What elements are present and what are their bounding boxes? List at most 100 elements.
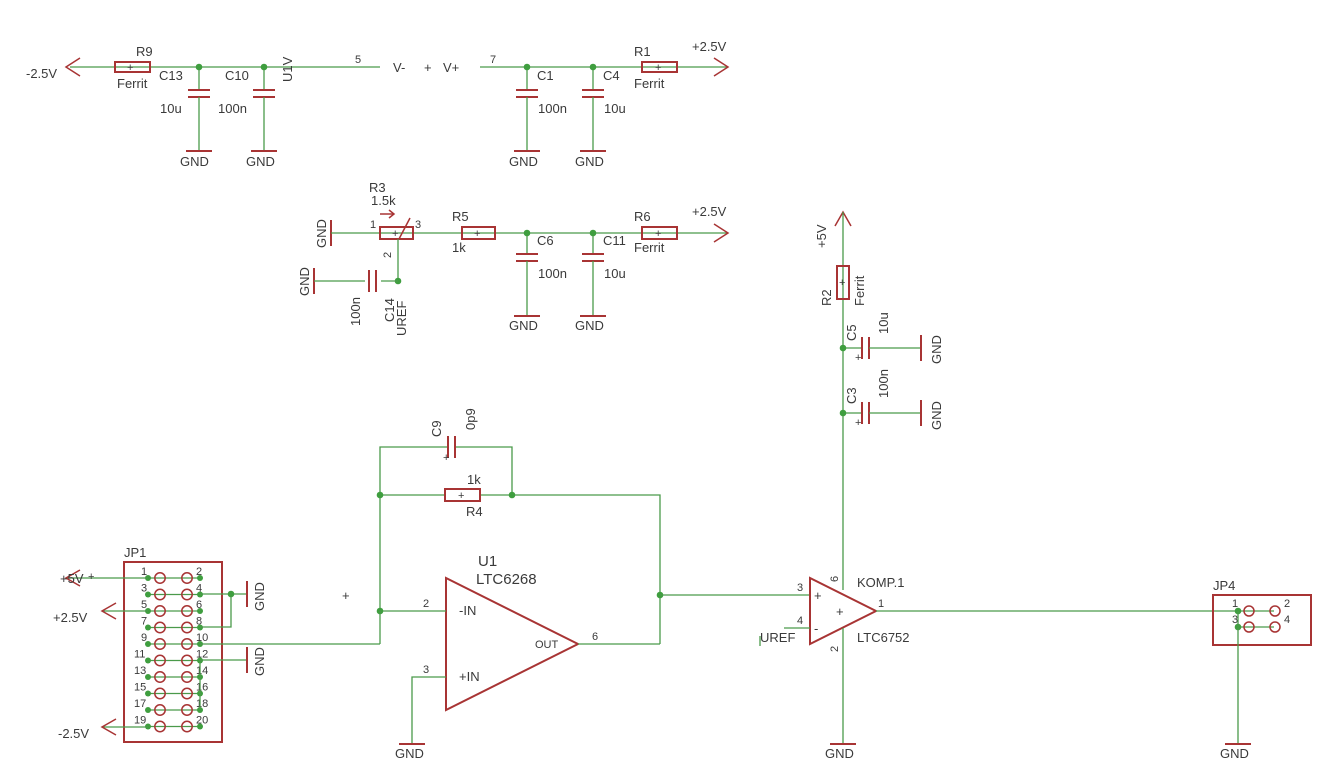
svg-text:4: 4 bbox=[196, 583, 202, 595]
jp1-pin-10 bbox=[181, 638, 193, 650]
net-label: GND bbox=[929, 335, 944, 364]
svg-text:2: 2 bbox=[196, 566, 202, 578]
svg-text:3: 3 bbox=[797, 582, 803, 594]
component-ref: R9 bbox=[136, 44, 153, 59]
jp1-pin-19 bbox=[154, 720, 166, 733]
svg-text:+: + bbox=[655, 228, 661, 240]
svg-text:12: 12 bbox=[196, 649, 208, 661]
svg-text:3: 3 bbox=[415, 219, 421, 231]
component-ref: R5 bbox=[452, 209, 469, 224]
svg-text:6: 6 bbox=[829, 576, 841, 582]
component-ref: C13 bbox=[159, 68, 183, 83]
net-label: GND bbox=[575, 318, 604, 333]
component-value: 100n bbox=[876, 369, 891, 398]
component-ref: C1 bbox=[537, 68, 554, 83]
jp1-pin-6 bbox=[181, 605, 193, 617]
svg-text:+: + bbox=[814, 588, 822, 603]
component-ref: C9 bbox=[429, 420, 444, 437]
svg-text:+: + bbox=[342, 588, 350, 603]
svg-text:19: 19 bbox=[134, 715, 146, 727]
header-jp4: JP4 1 3 2 4 GND bbox=[1212, 578, 1312, 761]
component-value: 100n bbox=[538, 101, 567, 116]
svg-text:+: + bbox=[855, 352, 861, 364]
resistor-r9 bbox=[114, 61, 151, 73]
resistor-r2 bbox=[836, 265, 850, 300]
svg-text:15: 15 bbox=[134, 682, 146, 694]
net-label: +2.5V bbox=[692, 204, 727, 219]
jp1-pin-18 bbox=[181, 704, 193, 716]
svg-text:1: 1 bbox=[370, 219, 376, 231]
svg-text:7: 7 bbox=[490, 54, 496, 66]
svg-text:13: 13 bbox=[134, 665, 146, 677]
opamp-u1: 2 -IN 3 +IN GND 6 OUT U1 LTC6268 bbox=[376, 553, 664, 761]
component-value: Ferrit bbox=[117, 76, 148, 91]
jp1-pin-13 bbox=[154, 671, 166, 683]
component-ref: JP4 bbox=[1213, 578, 1235, 593]
net-label: -2.5V bbox=[26, 66, 57, 81]
component-value: 100n bbox=[218, 101, 247, 116]
svg-text:+: + bbox=[836, 604, 844, 619]
jp1-pin-15 bbox=[154, 687, 166, 700]
positive-supply-filter: 7 C1 100n GND C4 10u GND + R1 Ferrit +2.… bbox=[480, 39, 730, 169]
component-ref: R2 bbox=[819, 289, 834, 306]
svg-text:18: 18 bbox=[196, 698, 208, 710]
component-ref: C5 bbox=[844, 324, 859, 341]
svg-text:3: 3 bbox=[1232, 614, 1238, 626]
component-value: Ferrit bbox=[634, 76, 665, 91]
jp1-pin-8 bbox=[181, 621, 193, 634]
component-ref: U1V bbox=[280, 56, 295, 82]
connector-jp4 bbox=[1212, 594, 1312, 646]
component-value: 10u bbox=[604, 101, 626, 116]
svg-text:4: 4 bbox=[1284, 614, 1290, 626]
component-ref: C11 bbox=[603, 233, 626, 248]
component-value: 10u bbox=[876, 312, 891, 334]
net-label: GND bbox=[246, 154, 275, 169]
svg-text:V-: V- bbox=[393, 60, 405, 75]
component-value: 10u bbox=[160, 101, 182, 116]
net-label: GND bbox=[297, 267, 312, 296]
svg-text:5: 5 bbox=[355, 54, 361, 66]
svg-text:6: 6 bbox=[196, 599, 202, 611]
component-value: LTC6752 bbox=[857, 630, 910, 645]
jp1-pin-1 bbox=[154, 572, 166, 584]
comparator-supply: +5V + R2 Ferrit GND C5 10u + GND C3 100n… bbox=[814, 210, 944, 590]
component-value: Ferrit bbox=[852, 275, 867, 306]
net-label: GND bbox=[929, 401, 944, 430]
jp1-pin-2 bbox=[181, 572, 193, 584]
jp1-pin-16 bbox=[181, 687, 193, 700]
component-ref: JP1 bbox=[124, 545, 146, 560]
svg-text:+: + bbox=[458, 490, 464, 502]
jp1-pin-3 bbox=[154, 588, 166, 601]
resistor-r4 bbox=[444, 488, 481, 502]
net-label: GND bbox=[509, 154, 538, 169]
svg-text:14: 14 bbox=[196, 665, 208, 677]
supply-arrow-icon bbox=[713, 57, 730, 77]
svg-text:V+: V+ bbox=[443, 60, 459, 75]
svg-text:+: + bbox=[839, 277, 845, 289]
jp1-pin-4 bbox=[181, 588, 193, 601]
jp1-pin-9 bbox=[154, 638, 166, 650]
svg-text:+: + bbox=[392, 228, 398, 240]
resistor-r6 bbox=[641, 226, 678, 240]
svg-text:5: 5 bbox=[141, 599, 147, 611]
svg-text:4: 4 bbox=[797, 615, 803, 627]
net-label: +5V bbox=[814, 224, 829, 248]
svg-text:16: 16 bbox=[196, 682, 208, 694]
supply-arrow-icon bbox=[100, 718, 117, 736]
net-label: GND bbox=[395, 746, 424, 761]
supply-arrow-icon bbox=[64, 569, 81, 587]
component-ref: C4 bbox=[603, 68, 620, 83]
net-label: +5V bbox=[60, 571, 84, 586]
net-label: GND bbox=[252, 647, 267, 676]
component-ref: C14 bbox=[382, 298, 397, 322]
svg-text:11: 11 bbox=[134, 649, 145, 661]
svg-text:+: + bbox=[127, 62, 133, 74]
component-ref: R6 bbox=[634, 209, 651, 224]
jp1-pin-20 bbox=[181, 720, 193, 733]
svg-text:+: + bbox=[855, 417, 861, 429]
jp1-pin-17 bbox=[154, 704, 166, 716]
svg-text:+: + bbox=[655, 62, 661, 74]
svg-text:+: + bbox=[474, 228, 480, 240]
net-label: -2.5V bbox=[58, 726, 89, 741]
